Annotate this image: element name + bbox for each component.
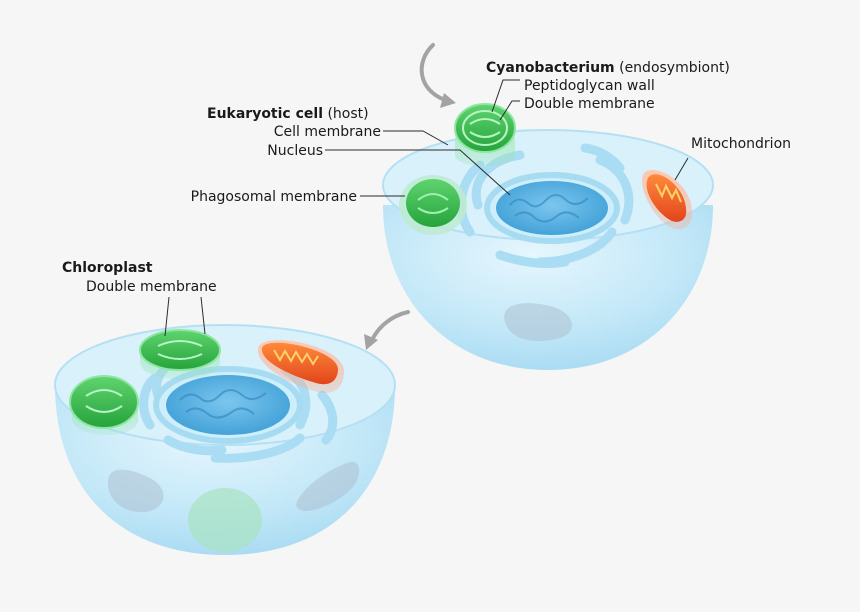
label-eukaryotic-cell-title: Eukaryotic cell: [207, 106, 323, 122]
descendant-nucleus: [153, 366, 303, 444]
descendant-chloroplast-left: [69, 375, 139, 435]
descendant-mitochondrion: [257, 340, 345, 393]
descent-arrow: [364, 310, 410, 350]
cyanobacterium: [454, 103, 516, 167]
label-cell-membrane: Cell membrane: [274, 124, 381, 140]
label-chloroplast-double-membrane: Double membrane: [86, 279, 217, 295]
descendant-inner-organelle-1: [107, 469, 164, 513]
label-cyano-double-membrane: Double membrane: [524, 96, 655, 112]
host-mitochondrion: [642, 169, 693, 230]
label-cyanobacterium-note: (endosymbiont): [619, 60, 730, 76]
label-mitochondrion: Mitochondrion: [691, 136, 791, 152]
engulf-arrow: [419, 43, 456, 108]
host-cell-inner-organelle: [504, 303, 572, 342]
host-cell: [382, 129, 714, 370]
leader-lines: [164, 79, 689, 337]
label-chloroplast: Chloroplast: [62, 260, 153, 276]
descendant-inner-organelle-2: [296, 461, 360, 511]
label-eukaryotic-cell: Eukaryotic cell (host): [207, 106, 369, 122]
host-nucleus: [484, 172, 620, 244]
host-phagosome: [399, 175, 467, 235]
labels: Cyanobacterium (endosymbiont) Peptidogly…: [62, 60, 791, 295]
descendant-inner-chloroplast: [188, 488, 262, 552]
label-nucleus: Nucleus: [267, 143, 323, 159]
label-eukaryotic-cell-note: (host): [327, 106, 368, 122]
descendant-cell: [54, 324, 396, 555]
label-peptidoglycan-wall: Peptidoglycan wall: [524, 78, 655, 94]
label-cyanobacterium: Cyanobacterium (endosymbiont): [486, 60, 730, 76]
label-phagosomal-membrane: Phagosomal membrane: [191, 189, 357, 205]
host-cell-body: [383, 205, 713, 370]
descendant-chloroplast-top: [139, 329, 221, 380]
host-er: [456, 143, 634, 269]
label-cyanobacterium-title: Cyanobacterium: [486, 60, 615, 76]
